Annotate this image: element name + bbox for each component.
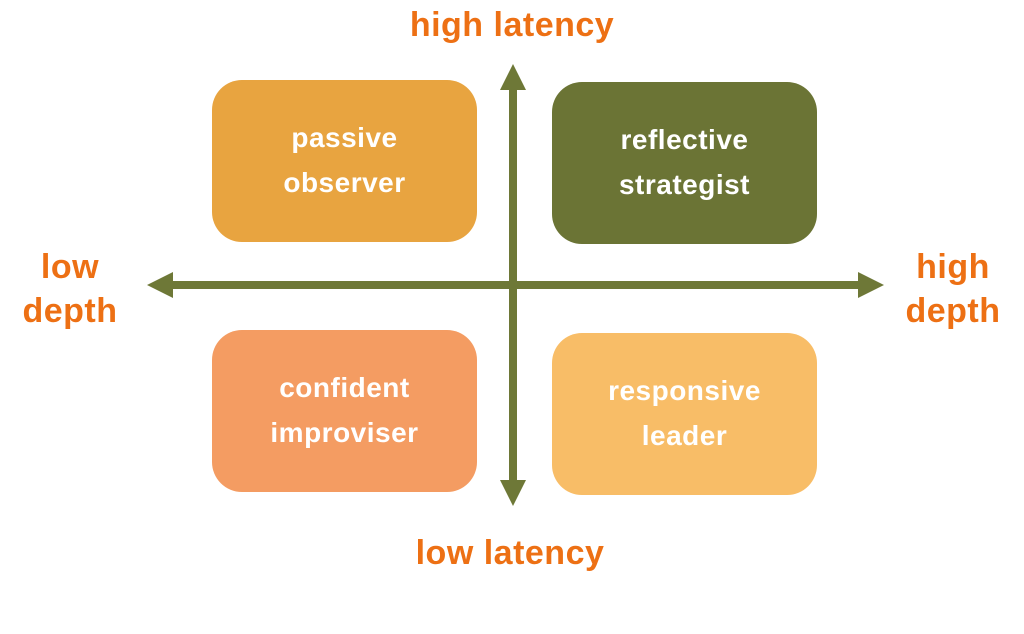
quadrant-reflective-strategist: reflective strategist xyxy=(552,82,817,244)
arrow-up-icon xyxy=(500,64,526,90)
axis-label-high-latency: high latency xyxy=(409,6,615,44)
axis-label-low-depth: low depth xyxy=(22,248,118,330)
quadrant-passive-observer: passive observer xyxy=(212,80,477,242)
quadrant-responsive-leader: responsive leader xyxy=(552,333,817,495)
axis-label-low-latency: low latency xyxy=(415,534,605,572)
arrow-right-icon xyxy=(858,272,884,298)
quadrant-confident-improviser: confident improviser xyxy=(212,330,477,492)
arrow-down-icon xyxy=(500,480,526,506)
arrow-left-icon xyxy=(147,272,173,298)
horizontal-axis-line xyxy=(168,281,860,289)
axis-label-high-depth: high depth xyxy=(905,248,1001,330)
